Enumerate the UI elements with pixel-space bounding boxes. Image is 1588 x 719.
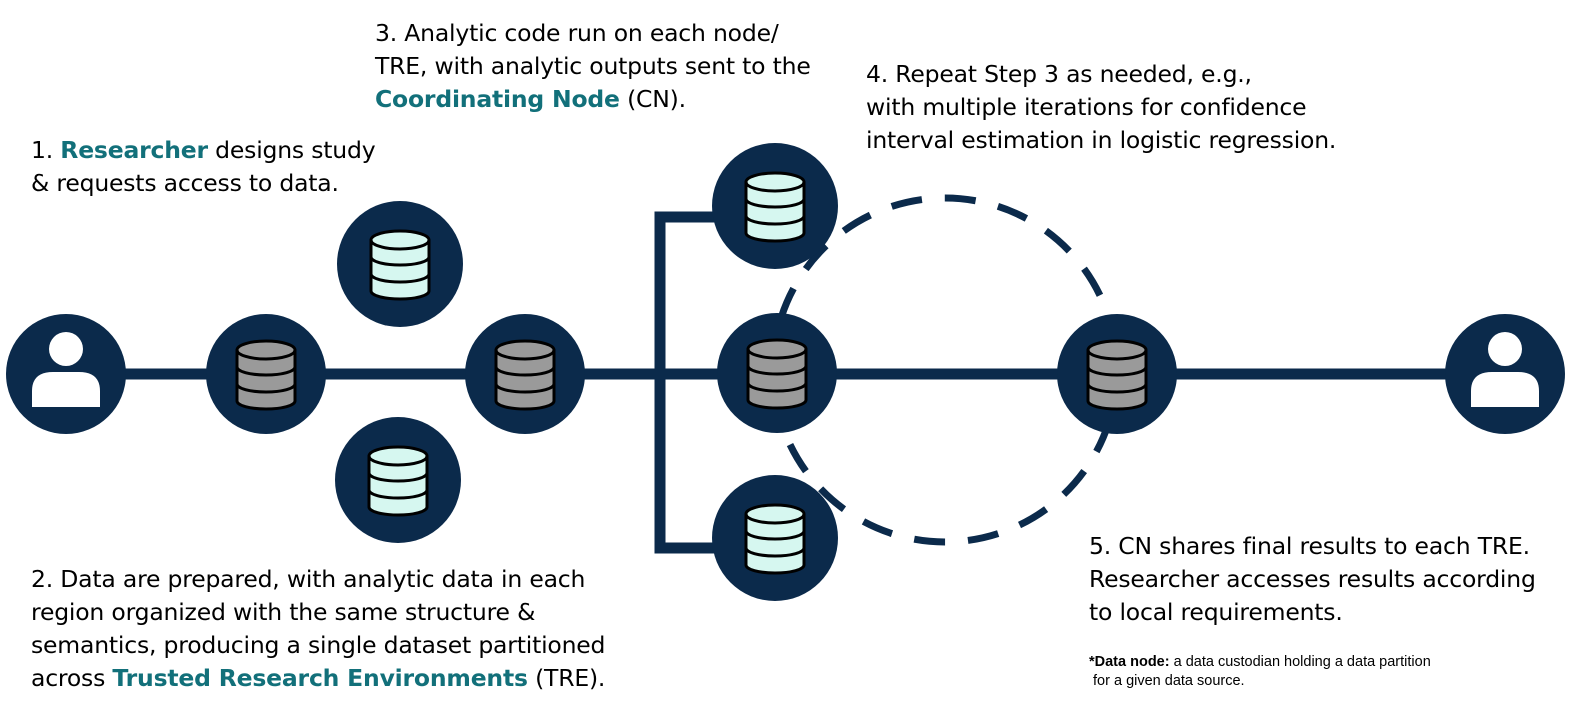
database-icon xyxy=(1086,339,1148,411)
tre-term: Trusted Research Environments xyxy=(112,664,528,692)
researcher-term: Researcher xyxy=(60,136,208,164)
coordinating-node xyxy=(1057,314,1177,434)
database-icon xyxy=(746,338,808,410)
database-icon xyxy=(744,503,806,575)
data-node-tre-bottom xyxy=(712,475,838,601)
database-icon xyxy=(235,339,297,411)
database-icon xyxy=(369,229,431,301)
step2-text: 2. Data are prepared, with analytic data… xyxy=(31,565,606,692)
step4-text: 4. Repeat Step 3 as needed, e.g., with m… xyxy=(866,60,1337,154)
data-node-region-top xyxy=(337,201,463,327)
coordinating-node-term: Coordinating Node xyxy=(375,85,620,113)
data-node-prep xyxy=(206,314,326,434)
data-node-region-bottom xyxy=(335,417,461,543)
data-node-partition xyxy=(465,314,585,434)
database-icon xyxy=(744,171,806,243)
footnote-term: *Data node: xyxy=(1089,654,1170,670)
step1-text: 1. Researcher designs study & requests a… xyxy=(31,136,376,197)
researcher-start-node xyxy=(6,314,126,434)
data-node-tre-middle xyxy=(717,313,837,433)
data-node-footnote: *Data node: a data custodian holding a d… xyxy=(1089,654,1431,689)
step3-text: 3. Analytic code run on each node/ TRE, … xyxy=(375,19,811,113)
step5-text: 5. CN shares final results to each TRE. … xyxy=(1089,532,1536,626)
data-node-tre-top xyxy=(712,143,838,269)
database-icon xyxy=(494,339,556,411)
researcher-end-node xyxy=(1445,314,1565,434)
database-icon xyxy=(367,445,429,517)
